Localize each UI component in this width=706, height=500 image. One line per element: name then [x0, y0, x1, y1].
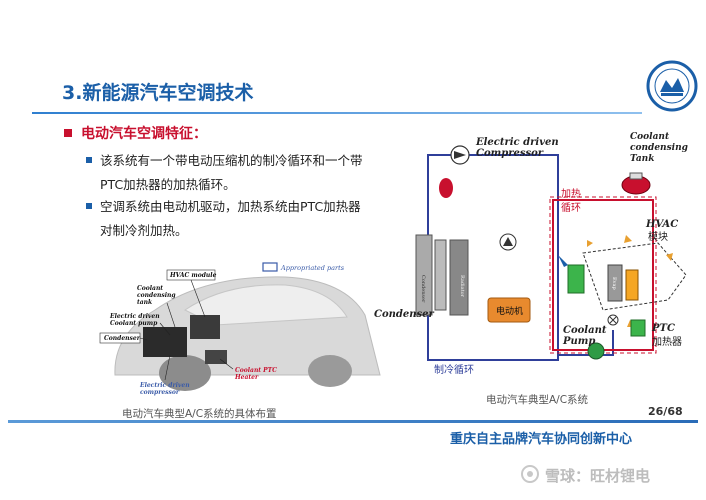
svg-text:Radiator: Radiator	[459, 275, 465, 298]
label-heating-loop-2: 循环	[561, 201, 581, 214]
title-divider	[32, 112, 642, 114]
bullet-2-line-1: 空调系统由电动机驱动，加热系统由PTC加热器	[100, 199, 361, 214]
label-hvac-1: HVAC	[645, 219, 678, 230]
left-figure-caption: 电动汽车典型A/C系统的具体布置	[122, 408, 277, 420]
label-coolant-pump: Coolant Pump	[562, 325, 610, 347]
hvac-module-shape	[190, 315, 220, 339]
svg-text:Condenser: Condenser	[420, 275, 426, 303]
legend-swatch	[262, 262, 278, 272]
bullet-marker	[86, 203, 92, 209]
footer-divider	[8, 420, 698, 423]
coolant-pump-icon	[587, 342, 605, 360]
bullet-text-1: 该系统有一个带电动压缩机的制冷循环和一个带 PTC加热器的加热循环。	[100, 149, 363, 197]
car-windshield	[184, 284, 348, 326]
condenser-fins	[434, 239, 447, 311]
bullet-text-2: 空调系统由电动机驱动，加热系统由PTC加热器 对制冷剂加热。	[100, 195, 361, 243]
label-condenser: Condenser	[374, 309, 435, 320]
bullet-2-line-2: 对制冷剂加热。	[100, 223, 188, 238]
label-compressor: Electric driven Compressor	[475, 137, 562, 159]
label-hvac-2: 模块	[648, 231, 668, 243]
label-heating-loop-1: 加热	[561, 187, 581, 200]
label-motor: 电动机	[496, 305, 523, 317]
blower-icon	[567, 264, 585, 294]
label-hvac-module: HVAC module	[169, 272, 217, 279]
label-coolant-tank: Coolant condensing Tank	[630, 132, 691, 164]
label-cooling-loop: 制冷循环	[434, 363, 474, 376]
label-ptc-1: PTC	[651, 323, 675, 334]
label-ptc-2: 加热器	[652, 335, 682, 348]
car-rear-wheel	[308, 355, 352, 387]
svg-text:Evap: Evap	[611, 277, 617, 290]
snowball-logo-icon	[521, 465, 539, 483]
section-bullet	[64, 129, 72, 137]
label-condenser: Condenser	[104, 335, 141, 342]
legend-label: Appropriated parts	[280, 264, 345, 272]
footer-organization: 重庆自主品牌汽车协同创新中心	[450, 432, 633, 447]
ac-system-diagram: Electric driven Compressor Condenser Rad…	[374, 132, 691, 376]
watermark: 雪球：旺材锂电	[545, 467, 651, 485]
leader-lines	[139, 279, 234, 381]
expansion-valve-icon	[439, 178, 453, 198]
bullet-1-line-2: PTC加热器的加热循环。	[100, 177, 236, 192]
university-logo-icon	[646, 60, 698, 112]
section-heading: 电动汽车空调特征：	[81, 126, 207, 142]
radiator-block	[449, 239, 469, 316]
motor-box	[487, 297, 531, 323]
right-figure-caption: 电动汽车典型A/C系统	[486, 394, 589, 406]
condenser-block	[415, 234, 433, 316]
evaporator-block	[607, 264, 623, 302]
heater-core	[625, 269, 639, 301]
ptc-heater-icon	[630, 319, 646, 337]
page-number: 26/68	[648, 405, 683, 418]
slide-title: 3.新能源汽车空调技术	[62, 82, 254, 104]
car-front-wheel	[159, 355, 211, 391]
bullet-marker	[86, 157, 92, 163]
bullet-1-line-1: 该系统有一个带电动压缩机的制冷循环和一个带	[100, 153, 363, 168]
component-cluster	[143, 327, 187, 357]
